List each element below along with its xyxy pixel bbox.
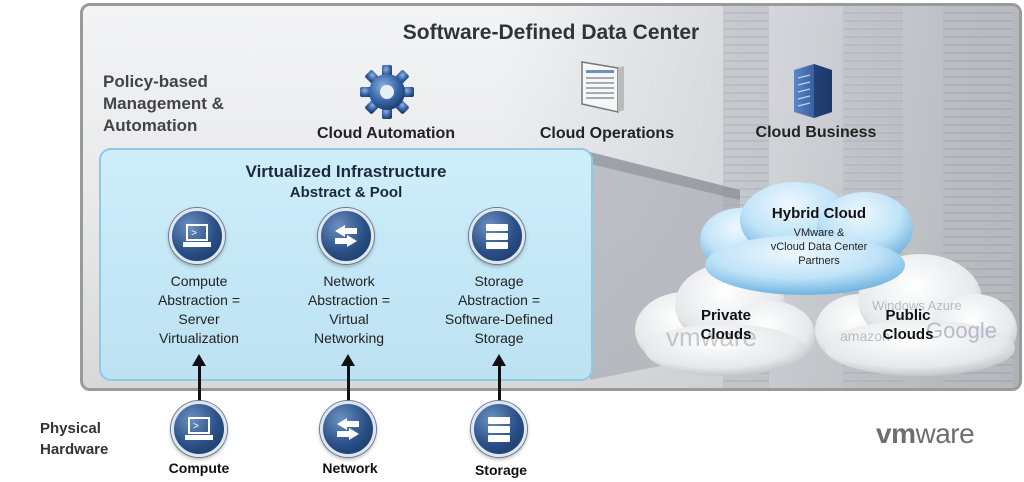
vmware-logo-bold: vm bbox=[876, 418, 916, 449]
storage-abstraction-line: Abstraction = bbox=[457, 292, 541, 308]
private-clouds: Private Clouds bbox=[676, 306, 776, 344]
compute-abstraction-icon: > bbox=[169, 208, 225, 264]
compute-abstraction: Compute Abstraction = Server Virtualizat… bbox=[124, 272, 274, 348]
storage-abstraction-line: Software-Defined bbox=[444, 311, 554, 327]
compute-hardware-label: Compute bbox=[168, 460, 230, 476]
vmware-logo: vmware bbox=[876, 418, 975, 450]
compute-hardware-icon: > bbox=[171, 401, 227, 457]
hybrid-cloud-line: Partners bbox=[798, 255, 840, 267]
network-abstraction-line: Networking bbox=[313, 330, 385, 346]
amazon-watermark: amazon bbox=[840, 328, 890, 344]
network-abstraction-line: Network bbox=[323, 273, 375, 289]
vmware-logo-rest: ware bbox=[915, 418, 975, 449]
network-abstraction-line: Virtual bbox=[329, 311, 369, 327]
physical-hardware-line: Physical bbox=[40, 420, 101, 437]
compute-arrow-head bbox=[192, 354, 206, 366]
storage-arrow-head bbox=[492, 354, 506, 366]
virtualized-infrastructure-subtitle: Abstract & Pool bbox=[289, 184, 403, 201]
policy-line: Automation bbox=[103, 116, 198, 135]
virtualized-infrastructure-panel: Virtualized Infrastructure Abstract & Po… bbox=[99, 148, 593, 381]
storage-hardware-label: Storage bbox=[474, 462, 528, 478]
cloud-business: Cloud Business bbox=[726, 124, 906, 142]
dashboard-icon bbox=[578, 58, 626, 116]
policy-label: Policy-based Management & Automation bbox=[103, 71, 224, 137]
storage-arrow bbox=[498, 364, 501, 406]
network-arrows-icon bbox=[335, 225, 357, 247]
cloud-business-label: Cloud Business bbox=[755, 124, 877, 141]
compute-abstraction-line: Abstraction = bbox=[157, 292, 241, 308]
cloud-automation: Cloud Automation bbox=[296, 125, 476, 143]
storage-abstraction-line: Storage bbox=[474, 330, 524, 346]
compute-abstraction-line: Compute bbox=[170, 273, 228, 289]
hybrid-cloud-line: vCloud Data Center bbox=[770, 241, 868, 253]
compute-arrow bbox=[198, 364, 201, 406]
network-abstraction: Network Abstraction = Virtual Networking bbox=[274, 272, 424, 348]
cloud-automation-label: Cloud Automation bbox=[316, 125, 456, 142]
hybrid-cloud-line: VMware & bbox=[793, 227, 845, 239]
storage-abstraction-line: Storage bbox=[474, 273, 524, 289]
public-cloud-shape bbox=[815, 254, 1017, 376]
clouds-illustration bbox=[635, 182, 1017, 376]
compute-abstraction-line: Virtualization bbox=[159, 330, 239, 346]
building-icon bbox=[788, 60, 838, 118]
title-bar: Software-Defined Data Center bbox=[83, 6, 1019, 60]
storage-icon bbox=[486, 224, 508, 249]
storage-hardware-icon bbox=[471, 401, 527, 457]
cloud-operations-label: Cloud Operations bbox=[539, 125, 675, 142]
network-hardware-label: Network bbox=[322, 460, 378, 476]
private-clouds-line: Clouds bbox=[700, 326, 752, 343]
svg-text:>: > bbox=[191, 229, 197, 240]
storage-abstraction: Storage Abstraction = Software-Defined S… bbox=[424, 272, 574, 348]
google-watermark: Google bbox=[926, 318, 997, 343]
diagram-title: Software-Defined Data Center bbox=[402, 21, 700, 44]
network-arrow-head bbox=[341, 354, 355, 366]
svg-text:>: > bbox=[193, 422, 199, 433]
hybrid-cloud-title: Hybrid Cloud bbox=[771, 205, 867, 222]
physical-hardware-label: Physical Hardware bbox=[40, 418, 108, 460]
network-arrow bbox=[347, 364, 350, 406]
storage-icon bbox=[488, 417, 510, 442]
network-abstraction-line: Abstraction = bbox=[307, 292, 391, 308]
policy-line: Management & bbox=[103, 94, 224, 113]
network-hardware-icon bbox=[320, 401, 376, 457]
physical-hardware-line: Hardware bbox=[40, 441, 109, 458]
private-clouds-line: Private bbox=[700, 307, 752, 324]
network-arrows-icon bbox=[337, 418, 359, 440]
cloud-operations: Cloud Operations bbox=[517, 125, 697, 143]
network-abstraction-icon bbox=[318, 208, 374, 264]
policy-line: Policy-based bbox=[103, 72, 208, 91]
compute-abstraction-line: Server bbox=[178, 311, 220, 327]
virtualized-infrastructure-title: Virtualized Infrastructure bbox=[245, 162, 447, 181]
laptop-icon: > bbox=[183, 224, 211, 247]
laptop-icon: > bbox=[185, 417, 213, 440]
public-clouds-line: Clouds bbox=[882, 326, 934, 343]
public-clouds-line: Public bbox=[885, 307, 931, 324]
public-clouds: Public Clouds bbox=[858, 306, 958, 344]
gear-icon bbox=[356, 62, 418, 122]
hybrid-cloud: Hybrid Cloud VMware & vCloud Data Center… bbox=[744, 205, 894, 268]
hybrid-cloud-shape bbox=[700, 182, 913, 295]
storage-abstraction-icon bbox=[469, 208, 525, 264]
windows-azure-watermark: Windows Azure bbox=[872, 298, 962, 313]
vmware-watermark: vmware bbox=[666, 322, 758, 352]
